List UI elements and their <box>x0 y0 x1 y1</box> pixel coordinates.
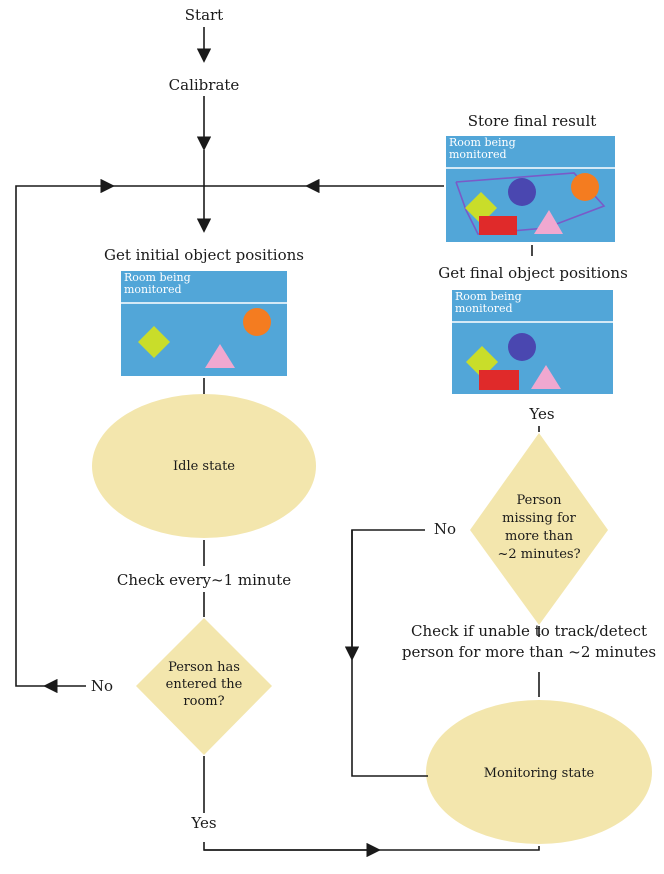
diamond-object-icon <box>138 326 170 358</box>
final-room-panel: Room being monitored <box>452 290 613 394</box>
missing-decision-label: Person missing for more than ~2 minutes? <box>497 493 581 562</box>
check-unable-label: Check if unable to track/detect person f… <box>401 622 657 661</box>
idle-state-node <box>92 394 316 538</box>
entered-decision-node <box>136 618 272 755</box>
missing-no-label: No <box>428 520 462 538</box>
missing-decision-node <box>470 433 608 625</box>
store-result-panel: Room being monitored <box>446 136 615 242</box>
pink-triangle-object-icon <box>205 344 235 368</box>
pink-triangle-object-icon <box>531 365 561 389</box>
blue-circle-object-icon <box>508 178 536 206</box>
store-final-label: Store final result <box>467 112 597 130</box>
get-final-label: Get final object positions <box>438 264 628 282</box>
panel-caption: Room being monitored <box>449 136 516 161</box>
missing-yes-label: Yes <box>519 405 565 423</box>
monitoring-state-node <box>426 700 652 844</box>
entered-yes-label: Yes <box>182 814 226 832</box>
connector-yes-to-monitoring <box>203 842 540 851</box>
start-label: Start <box>184 6 224 24</box>
panel-caption: Room being monitored <box>455 290 522 315</box>
connector-no-loop <box>15 178 115 687</box>
pink-triangle-object-icon <box>534 210 563 234</box>
monitoring-state-label: Monitoring state <box>483 766 595 781</box>
red-rect-object-icon <box>479 370 519 390</box>
calibrate-label: Calibrate <box>168 76 240 94</box>
panel-caption: Room being monitored <box>124 271 191 296</box>
orange-circle-object-icon <box>571 173 599 201</box>
entered-no-label: No <box>86 677 118 695</box>
red-rect-object-icon <box>479 216 517 235</box>
get-initial-label: Get initial object positions <box>104 246 304 264</box>
orange-circle-object-icon <box>243 308 271 336</box>
initial-room-panel: Room being monitored <box>121 271 287 376</box>
entered-decision-label: Person has entered the room? <box>165 660 243 709</box>
blue-circle-object-icon <box>508 333 536 361</box>
idle-state-label: Idle state <box>172 459 235 474</box>
check-every-label: Check every~1 minute <box>116 571 292 589</box>
